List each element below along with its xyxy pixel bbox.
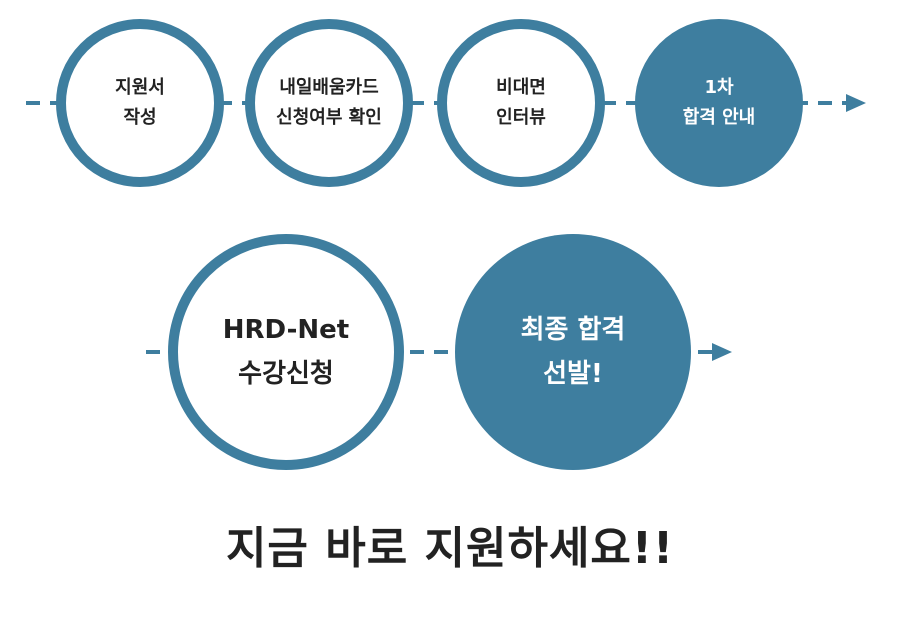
- step-5-line2: 수강신청: [238, 359, 334, 389]
- step-2-line1: 내일배움카드: [279, 77, 379, 98]
- step-5-circle: HRD-Net 수강신청: [168, 234, 404, 470]
- step-4-line1: 1차: [704, 77, 734, 98]
- step-1-line1: 지원서: [115, 77, 165, 98]
- step-1-line2: 작성: [123, 107, 157, 128]
- step-1-circle: 지원서 작성: [56, 19, 224, 187]
- step-6-line2: 선발!: [543, 359, 603, 389]
- step-4-line2: 합격 안내: [682, 107, 756, 128]
- row1-arrow-icon: [846, 94, 866, 112]
- step-2-circle: 내일배움카드 신청여부 확인: [245, 19, 413, 187]
- step-3-circle: 비대면 인터뷰: [437, 19, 605, 187]
- step-4-circle: 1차 합격 안내: [635, 19, 803, 187]
- step-5-line1: HRD-Net: [222, 315, 350, 345]
- apply-now-headline: 지금 바로 지원하세요!!: [225, 523, 675, 574]
- row2-arrow-icon: [712, 343, 732, 361]
- step-3-line1: 비대면: [496, 77, 546, 98]
- step-6-line1: 최종 합격: [520, 315, 626, 345]
- step-3-line2: 인터뷰: [496, 107, 546, 128]
- step-2-line2: 신청여부 확인: [276, 107, 382, 128]
- step-6-circle: 최종 합격 선발!: [455, 234, 691, 470]
